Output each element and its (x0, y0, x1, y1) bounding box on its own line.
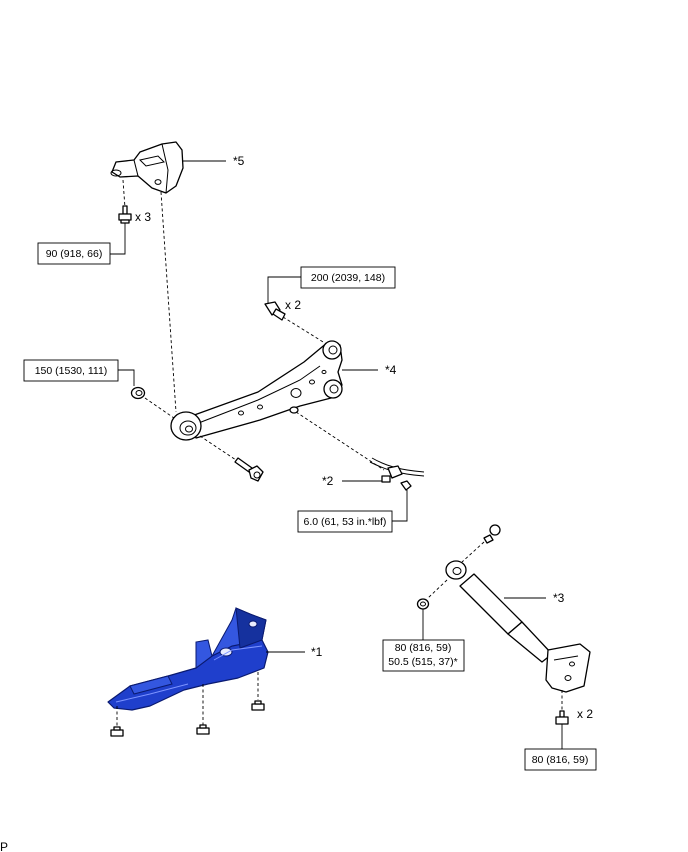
upper-bracket-part5 (110, 141, 184, 194)
torque-box-shock-lower (524, 748, 597, 771)
torque-box-shock-upper (382, 639, 465, 672)
bracket-mount-nut-right (251, 700, 265, 711)
shock-upper-bolt (483, 524, 501, 544)
sensor-bolt (400, 480, 412, 491)
callout-part2: *2 (322, 474, 334, 488)
torque-box-arm-front-bolt (300, 266, 396, 289)
highlighted-bracket-part1 (107, 607, 269, 711)
callout-part5: *5 (233, 154, 245, 168)
torque-box-arm-pivot-nut (23, 359, 119, 382)
torque-box-bracket-bolt (37, 242, 111, 265)
figure-code: P (0, 840, 8, 852)
torque-bracket-bolt: 90 (918, 66) (46, 248, 103, 260)
callout-part4: *4 (385, 363, 397, 377)
lower-arm-part4 (170, 340, 343, 441)
torque-box-sensor-bolt (297, 510, 393, 533)
bracket-mount-nut-center (196, 724, 210, 735)
qty-bracket-bolts: x 3 (135, 210, 151, 224)
arm-pivot-bolt (234, 457, 264, 482)
torque-sensor-bolt: 6.0 (61, 53 in.*lbf) (304, 516, 387, 528)
arm-pivot-nut (130, 386, 146, 400)
callout-part1: *1 (311, 645, 323, 659)
torque-shock-lower: 80 (816, 59) (532, 754, 589, 766)
bracket-bolt (118, 205, 132, 224)
torque-arm-front-bolt: 200 (2039, 148) (311, 272, 385, 284)
bracket-mount-nut-left (110, 726, 124, 737)
shock-absorber-part3 (445, 560, 591, 693)
shock-upper-nut (416, 598, 430, 610)
shock-lower-nut (555, 710, 569, 725)
callout-part3: *3 (553, 591, 565, 605)
qty-shock-nuts: x 2 (577, 707, 593, 721)
qty-arm-bolts: x 2 (285, 298, 301, 312)
arm-front-bolt (264, 301, 286, 321)
torque-arm-pivot-nut: 150 (1530, 111) (35, 365, 108, 377)
torque-shock-upper-line1: 80 (816, 59) (395, 642, 452, 654)
torque-shock-upper-line2: 50.5 (515, 37)* (388, 656, 457, 668)
sensor-link-part2 (369, 457, 425, 483)
